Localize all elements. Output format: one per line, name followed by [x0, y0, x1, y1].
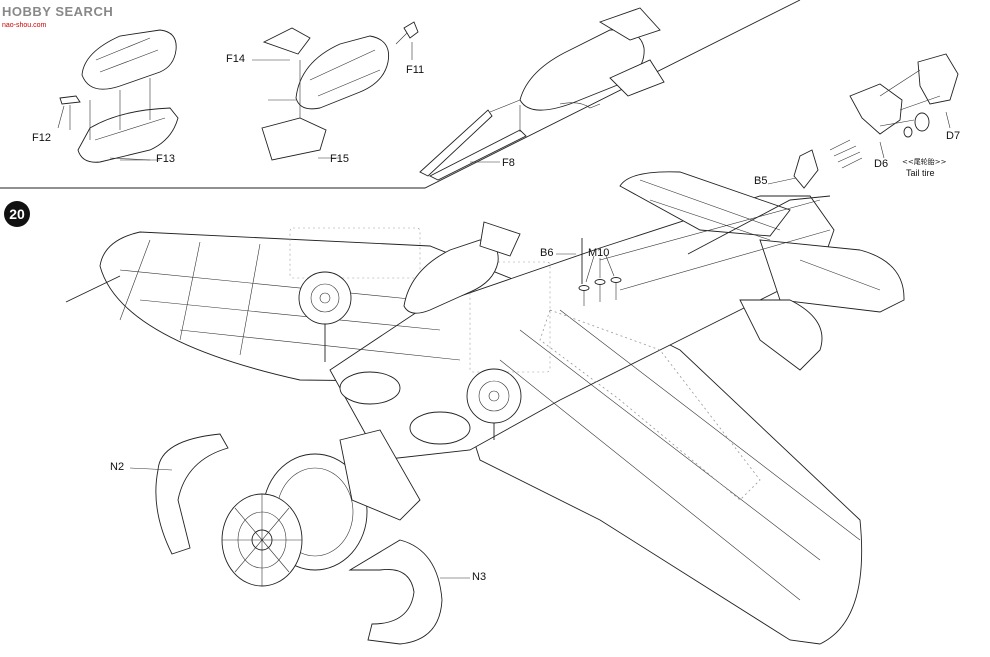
left-wheel-well — [339, 371, 401, 405]
callout-m10: M10 — [588, 247, 610, 259]
left-main-wheel — [298, 271, 352, 325]
tail-tire-label: Tail tire — [906, 168, 935, 178]
callout-n2: N2 — [110, 461, 125, 473]
callout-d6: D6 — [874, 158, 889, 170]
callout-f14: F14 — [226, 53, 245, 65]
right-main-wheel — [466, 368, 522, 424]
airframe — [65, 149, 905, 645]
drop-tank-f13 — [59, 29, 179, 163]
publisher-url: nao-shou.com — [2, 22, 47, 29]
step-number-badge: 20 — [4, 201, 30, 227]
cowling-panel-n2 — [155, 433, 229, 555]
right-wheel-well — [409, 411, 471, 445]
callout-n3: N3 — [472, 571, 487, 583]
inset-divider — [0, 0, 801, 189]
callout-d7: D7 — [946, 130, 961, 142]
leader-lines — [57, 42, 951, 579]
callout-f15: F15 — [330, 153, 349, 165]
tail-part-b5 — [793, 149, 819, 189]
rivet-field-right — [539, 309, 761, 501]
publisher-logo: HOBBY SEARCH — [2, 4, 114, 19]
bomb-f8 — [419, 7, 665, 181]
tail-tire-cn-label: <<尾轮胎>> — [902, 158, 947, 166]
rivet-field-left — [289, 227, 551, 373]
callout-b6: B6 — [540, 247, 554, 259]
drop-tank-f15 — [261, 21, 419, 161]
callout-f13: F13 — [156, 153, 175, 165]
cowling-panel-n3 — [348, 539, 443, 645]
callout-f11: F11 — [406, 64, 425, 76]
engine — [221, 429, 421, 587]
tail-wheel-inset — [829, 53, 959, 169]
callout-f12: F12 — [32, 132, 51, 144]
callout-b5: B5 — [754, 175, 768, 187]
centerline-bomb — [403, 239, 499, 314]
callout-f8: F8 — [502, 157, 515, 169]
